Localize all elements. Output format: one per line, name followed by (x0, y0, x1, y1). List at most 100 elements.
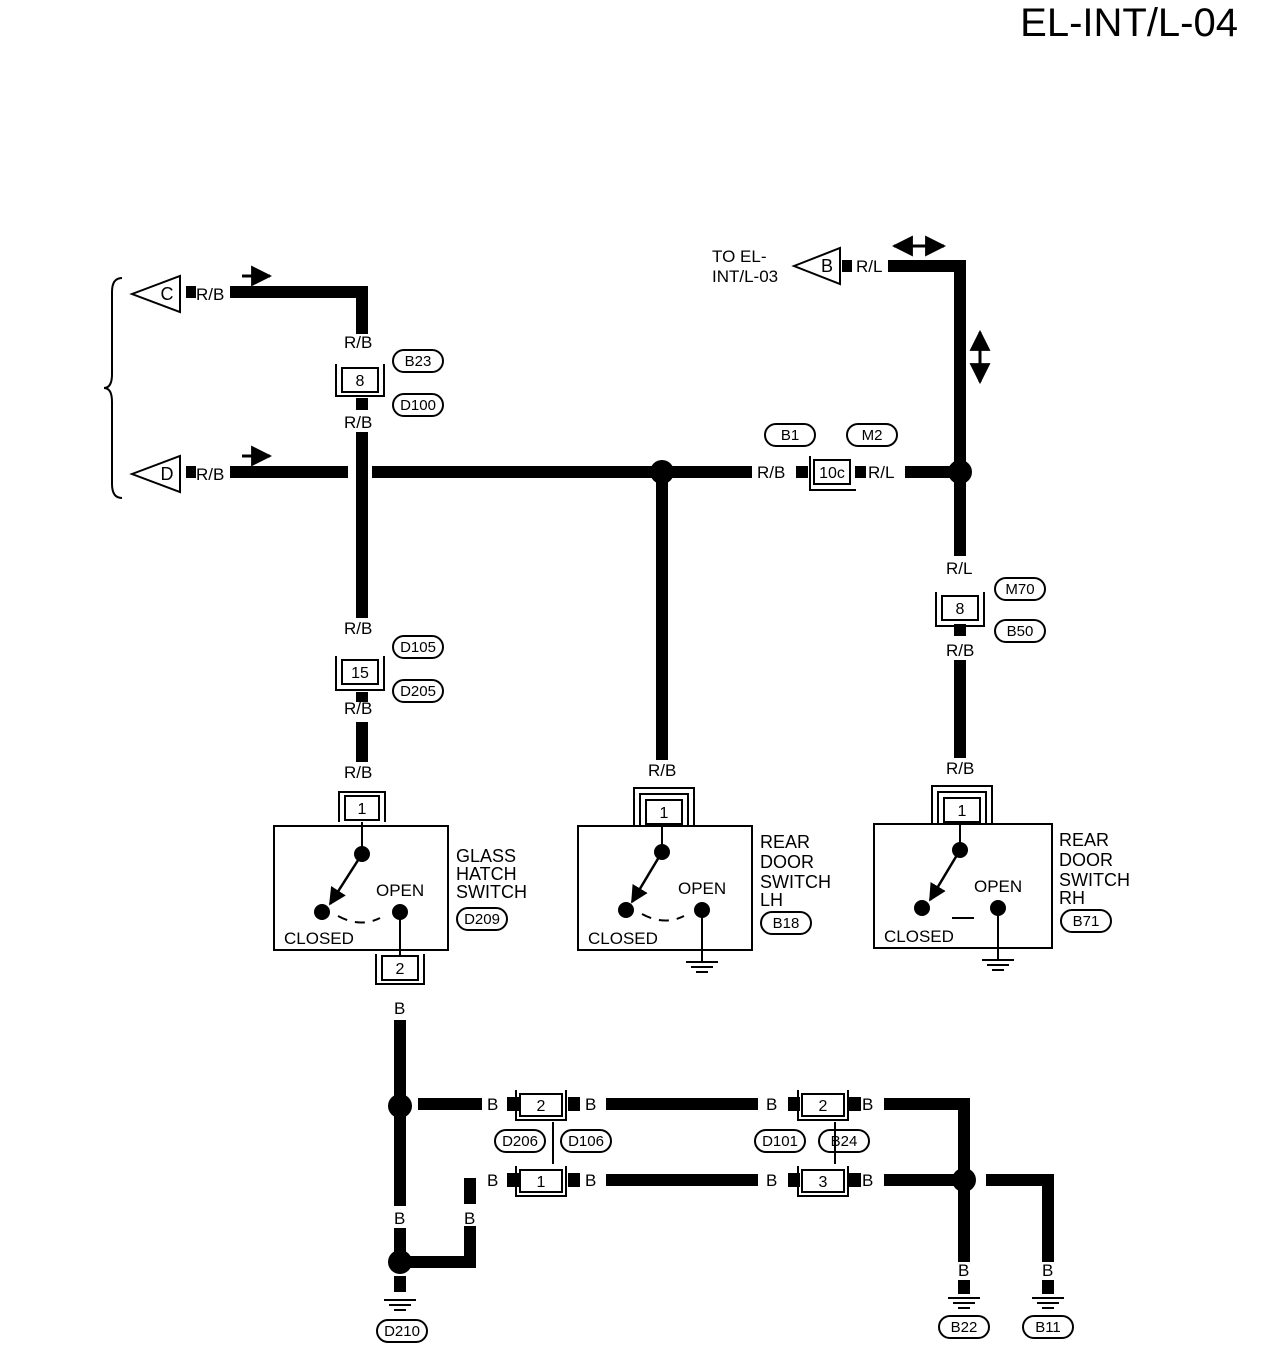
svg-text:M2: M2 (862, 427, 883, 444)
glass-hatch-label-3: SWITCH (456, 882, 527, 902)
connector-d105-d205: 15 (335, 656, 385, 691)
svg-text:B: B (1042, 1261, 1053, 1280)
svg-text:D206: D206 (502, 1133, 538, 1150)
rear-lh-label-3: SWITCH (760, 872, 831, 892)
svg-text:B: B (394, 999, 405, 1018)
svg-text:D205: D205 (400, 683, 436, 700)
svg-text:R/B: R/B (946, 641, 974, 660)
svg-text:B1: B1 (781, 427, 799, 444)
wires (230, 260, 1054, 1294)
svg-text:2: 2 (396, 961, 405, 978)
svg-text:B: B (958, 1261, 969, 1280)
svg-text:B: B (585, 1095, 596, 1114)
svg-text:R/L: R/L (856, 257, 882, 276)
connector-id-tags: B23 D100 B1 M2 M70 B50 D105 D205 D209 B1… (376, 349, 1112, 1343)
svg-text:R/B: R/B (344, 413, 372, 432)
svg-text:OPEN: OPEN (974, 877, 1022, 896)
svg-text:R/B: R/B (344, 699, 372, 718)
ground-d210 (384, 1299, 416, 1311)
svg-text:B50: B50 (1007, 623, 1034, 640)
connector-d: D (129, 454, 181, 494)
svg-text:D210: D210 (384, 1323, 420, 1340)
connector-d206-d106-upper: 2 (515, 1090, 567, 1121)
svg-text:R/B: R/B (946, 759, 974, 778)
connector-b: B (791, 246, 841, 286)
rear-lh-label-1: REAR (760, 832, 810, 852)
svg-text:B: B (394, 1209, 405, 1228)
glass-hatch-switch: 1 OPEN CLOSED 2 GLASS HATCH SWITCH (273, 791, 527, 985)
ground-b22 (948, 1297, 980, 1309)
svg-text:D105: D105 (400, 639, 436, 656)
rear-door-switch-rh: 1 OPEN CLOSED REAR DOOR SWITCH RH (873, 785, 1130, 971)
svg-text:B18: B18 (773, 915, 800, 932)
svg-text:D: D (161, 464, 174, 484)
svg-text:D101: D101 (762, 1133, 798, 1150)
svg-text:8: 8 (956, 601, 965, 618)
svg-text:3: 3 (819, 1174, 828, 1191)
svg-text:CLOSED: CLOSED (284, 929, 354, 948)
glass-hatch-label-1: GLASS (456, 846, 516, 866)
svg-text:15: 15 (351, 665, 369, 682)
connector-c: C (129, 274, 181, 314)
svg-text:8: 8 (356, 373, 365, 390)
svg-text:D100: D100 (400, 397, 436, 414)
junction-dots (388, 460, 976, 1274)
connector-b23-d100: 8 (335, 364, 385, 397)
glass-hatch-label-2: HATCH (456, 864, 517, 884)
svg-text:B: B (862, 1095, 873, 1114)
svg-text:B11: B11 (1035, 1319, 1061, 1336)
svg-text:R/L: R/L (946, 559, 972, 578)
svg-text:R/B: R/B (196, 285, 224, 304)
svg-text:OPEN: OPEN (678, 879, 726, 898)
svg-text:R/B: R/B (757, 463, 785, 482)
svg-text:B: B (464, 1209, 475, 1228)
svg-text:1: 1 (358, 801, 367, 818)
svg-text:1: 1 (958, 803, 967, 820)
svg-text:R/L: R/L (868, 463, 894, 482)
svg-text:OPEN: OPEN (376, 881, 424, 900)
svg-text:CLOSED: CLOSED (588, 929, 658, 948)
svg-text:M70: M70 (1005, 581, 1034, 598)
svg-text:CLOSED: CLOSED (884, 927, 954, 946)
connector-d101-b24-upper: 2 (797, 1090, 849, 1121)
svg-text:B: B (766, 1171, 777, 1190)
ground-b11 (1032, 1297, 1064, 1309)
rear-rh-label-1: REAR (1059, 830, 1109, 850)
svg-text:D209: D209 (464, 911, 500, 928)
connector-stubs (186, 260, 861, 1187)
connector-d101-b24-lower: 3 (797, 1166, 849, 1197)
svg-text:10c: 10c (819, 465, 845, 482)
svg-text:2: 2 (537, 1098, 546, 1115)
wire-color-labels: R/B R/B R/L R/B R/B R/B R/B R/B R/B R/L … (196, 257, 1053, 1280)
svg-text:B: B (487, 1095, 498, 1114)
svg-text:B: B (487, 1171, 498, 1190)
wire-b-rl (888, 260, 966, 472)
svg-text:1: 1 (660, 805, 669, 822)
connector-m70-b50: 8 (935, 592, 985, 627)
svg-text:B: B (585, 1171, 596, 1190)
rear-lh-label-2: DOOR (760, 852, 814, 872)
rear-door-switch-lh: 1 OPEN CLOSED REAR DOOR SWITCH LH (577, 787, 831, 973)
rear-rh-label-4: RH (1059, 888, 1085, 908)
connector-d206-d106-lower: 1 (515, 1166, 567, 1197)
wire-b-lower-1 (400, 1226, 476, 1268)
svg-text:D106: D106 (568, 1133, 604, 1150)
svg-text:2: 2 (819, 1098, 828, 1115)
connector-b1-m2: 10c (809, 456, 856, 491)
svg-text:B: B (821, 256, 833, 276)
rear-lh-label-4: LH (760, 890, 783, 910)
svg-text:B71: B71 (1073, 913, 1100, 930)
svg-text:C: C (161, 284, 174, 304)
svg-text:B: B (862, 1171, 873, 1190)
rear-rh-label-3: SWITCH (1059, 870, 1130, 890)
wire-c-rb (230, 286, 368, 334)
rear-rh-label-2: DOOR (1059, 850, 1113, 870)
svg-text:B23: B23 (405, 353, 432, 370)
svg-text:R/B: R/B (344, 333, 372, 352)
page-title: EL-INT/L-04 (1020, 1, 1238, 45)
svg-text:1: 1 (537, 1174, 546, 1191)
left-brace (103, 277, 123, 499)
svg-text:B24: B24 (831, 1133, 858, 1150)
to-page-note-line1: TO EL- (712, 247, 766, 266)
